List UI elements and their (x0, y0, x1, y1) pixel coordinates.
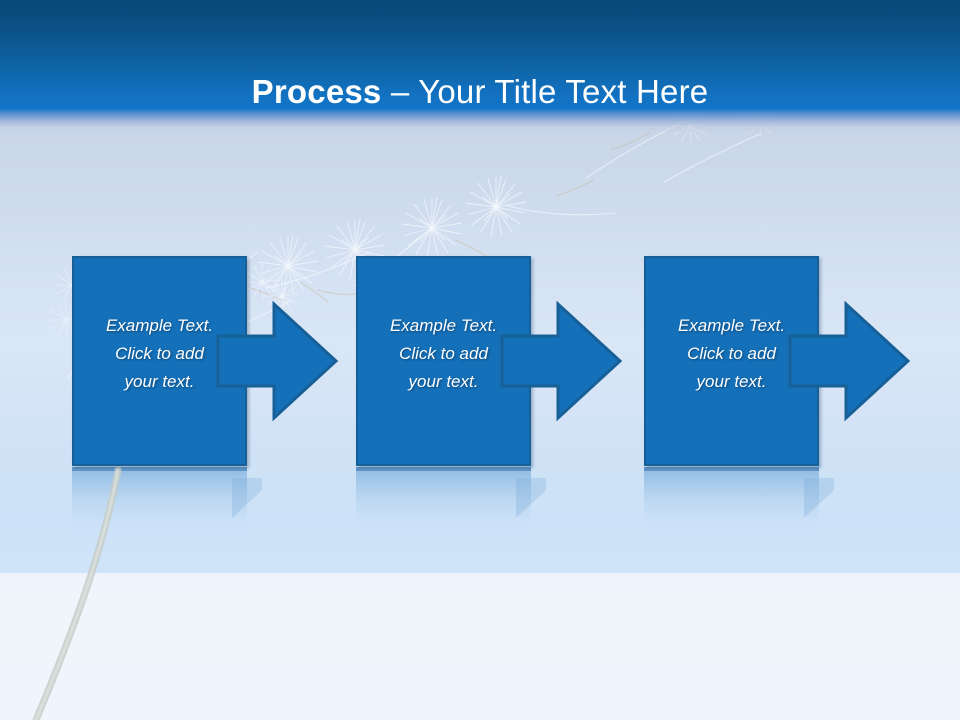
step-reflection-3 (644, 467, 819, 545)
step-text-line-3: your text. (124, 372, 195, 391)
step-text-line-2: Click to add (115, 344, 204, 363)
process-step-2[interactable]: Example Text. Click to add your text. (356, 256, 623, 466)
arrow-reflection-3 (790, 478, 910, 540)
page-title: Process – Your Title Text Here (0, 72, 960, 112)
step-text-line-1: Example Text. (389, 316, 498, 335)
arrow-reflection-1 (218, 478, 338, 540)
step-text-line-3: your text. (696, 372, 767, 391)
arrow-right-1 (216, 300, 339, 422)
step-text-line-2: Click to add (399, 344, 488, 363)
page-title-separator: – (381, 73, 419, 111)
title-band (0, 0, 960, 110)
step-reflection-fill (644, 467, 819, 545)
arrow-right-2 (500, 300, 623, 422)
page-title-strong: Process (251, 73, 382, 111)
title-band-fade (0, 108, 960, 134)
step-reflection-fill (356, 467, 531, 545)
step-text-2: Example Text. Click to add your text. (356, 312, 531, 396)
process-step-3[interactable]: Example Text. Click to add your text. (644, 256, 911, 466)
arrow-reflection-2 (502, 478, 622, 540)
step-text-3: Example Text. Click to add your text. (644, 312, 819, 396)
step-text-line-2: Click to add (687, 344, 776, 363)
page-title-light: Your Title Text Here (418, 73, 709, 111)
step-text-line-1: Example Text. (677, 316, 786, 335)
step-text-line-3: your text. (408, 372, 479, 391)
arrow-right-3 (788, 300, 911, 422)
step-reflection-2 (356, 467, 531, 545)
process-step-1[interactable]: Example Text. Click to add your text. (72, 256, 339, 466)
